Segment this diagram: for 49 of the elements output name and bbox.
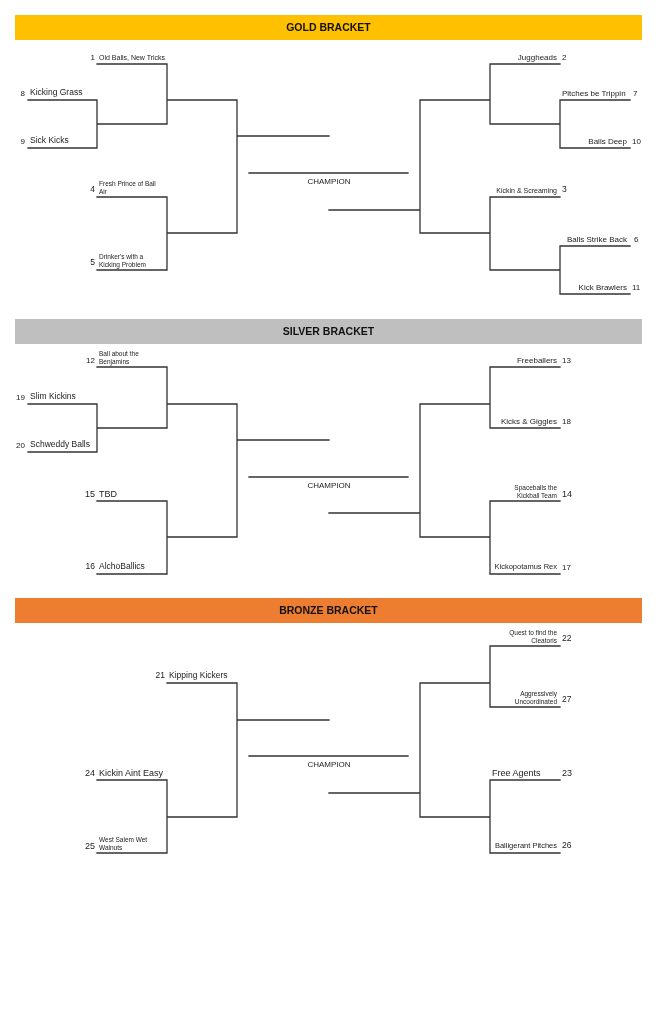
seed-number: 6 (634, 234, 639, 244)
seed-number: 13 (562, 355, 571, 365)
seed-number: 9 (20, 136, 25, 146)
team-name: Free Agents (492, 767, 541, 778)
team-name: Slim Kickins (30, 392, 76, 402)
section-header-band: BRONZE BRACKET (15, 598, 642, 623)
seed-number: 2 (562, 52, 567, 62)
seed-number: 16 (85, 562, 95, 572)
seed-number: 5 (90, 258, 95, 268)
section-header-band: SILVER BRACKET (15, 319, 642, 344)
seed-number: 18 (562, 416, 571, 426)
seed-number: 23 (562, 767, 572, 778)
team-name: Freeballers (517, 355, 557, 365)
seed-number: 27 (562, 695, 572, 705)
team-name: TBD (99, 488, 117, 499)
team-name: Kicking Grass (30, 88, 83, 98)
seed-number: 17 (562, 562, 571, 572)
seed-number: 24 (85, 767, 95, 778)
seed-number: 10 (632, 136, 641, 146)
seed-number: 25 (85, 840, 95, 851)
seed-number: 26 (562, 841, 572, 851)
team-name: Juggheads (517, 52, 557, 62)
seed-number: 4 (90, 185, 95, 195)
section-header-band: GOLD BRACKET (15, 15, 642, 40)
seed-number: 15 (85, 488, 95, 499)
champion-label: CHAMPION (307, 759, 351, 769)
team-name: Kicks & Giggles (500, 416, 557, 426)
seed-number: 8 (20, 88, 25, 98)
team-name: Kickin Aint Easy (99, 767, 164, 778)
seed-number: 21 (155, 671, 165, 681)
champion-label: CHAMPION (307, 176, 351, 186)
seed-number: 14 (562, 488, 572, 499)
team-name: Balls Deep (588, 136, 627, 146)
team-name: Pitches be Trippin (562, 88, 626, 98)
seed-number: 3 (562, 185, 567, 195)
seed-number: 1 (90, 52, 95, 62)
team-name: Balls Strike Back (566, 234, 627, 244)
team-name: Sick Kicks (30, 136, 69, 146)
team-name: Schweddy Balls (30, 440, 90, 450)
seed-number: 7 (633, 88, 638, 98)
seed-number: 20 (16, 440, 25, 450)
seed-number: 11 (632, 282, 641, 292)
seed-number: 22 (562, 634, 572, 644)
seed-number: 12 (86, 355, 95, 365)
team-name: Kick Brawlers (578, 282, 627, 292)
champion-label: CHAMPION (307, 480, 351, 490)
team-name: Kipping Kickers (169, 671, 228, 681)
seed-number: 19 (16, 392, 25, 402)
team-name: AlchoBallics (99, 562, 145, 572)
